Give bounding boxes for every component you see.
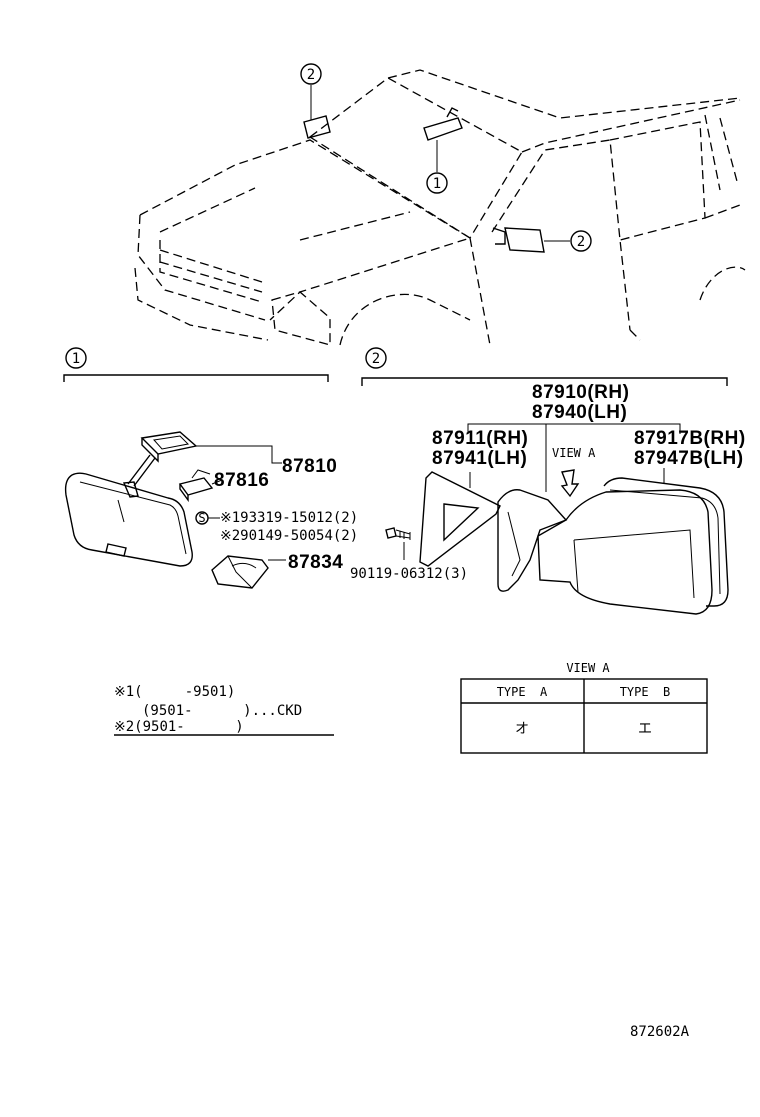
callout-label: 2 xyxy=(307,67,315,83)
screw-symbol: S xyxy=(198,511,205,525)
part-87816: 87816 xyxy=(214,470,269,491)
note-line-2: (9501- )...CKD xyxy=(142,703,302,719)
table-header-type-b: TYPE B xyxy=(620,685,671,699)
part-87910: 87910(RH) xyxy=(532,382,629,403)
gasket-87911 xyxy=(419,471,501,567)
section-1-header: 1 xyxy=(63,347,329,382)
diagram-code: 872602A xyxy=(630,1024,690,1040)
mount-bracket-87810 xyxy=(140,431,282,464)
callout-label: 1 xyxy=(72,351,80,367)
part-87940: 87940(LH) xyxy=(532,402,627,423)
cover-87834 xyxy=(211,555,286,589)
vehicle-illustration xyxy=(134,69,746,346)
table-cell-type-b: エ xyxy=(638,721,652,737)
part-93319: ※193319-15012(2) xyxy=(220,510,358,526)
part-87810: 87810 xyxy=(282,456,337,477)
table-caption: VIEW A xyxy=(566,661,610,675)
callout-label: 1 xyxy=(433,176,441,192)
part-87941: 87941(LH) xyxy=(432,448,527,469)
mirror-cover-87917 xyxy=(603,477,729,607)
notes-block: ※1( -9501) (9501- )...CKD ※2(9501- ) xyxy=(114,684,334,736)
leader-87910 xyxy=(467,423,681,434)
table-header-type-a: TYPE A xyxy=(497,685,548,699)
bolt-90119 xyxy=(385,527,411,560)
part-87917: 87917B(RH) xyxy=(634,428,746,449)
note-line-1: ※1( -9501) xyxy=(114,684,235,700)
part-90119: 90119-06312(3) xyxy=(350,566,468,582)
view-a-label: VIEW A xyxy=(552,446,596,460)
callout-label: 2 xyxy=(577,234,585,250)
callout-inner-mirror: 1 xyxy=(426,172,448,194)
view-a-arrow: VIEW A xyxy=(552,446,596,498)
clip-87816 xyxy=(178,469,223,503)
note-line-3: ※2(9501- ) xyxy=(114,719,244,735)
view-a-table: VIEW A TYPE A TYPE B オ エ xyxy=(460,661,708,754)
section-2-header: 2 xyxy=(361,347,728,386)
part-87911: 87911(RH) xyxy=(432,428,528,449)
callout-mirror-right: 2 xyxy=(570,230,592,252)
outer-mirror-87910 xyxy=(497,489,713,615)
callout-mirror-top-left: 2 xyxy=(300,63,322,85)
part-87834: 87834 xyxy=(288,552,343,573)
part-90149: ※290149-50054(2) xyxy=(220,528,358,544)
callout-label: 2 xyxy=(372,351,380,367)
screw-93319: S xyxy=(195,511,220,525)
part-87947: 87947B(LH) xyxy=(634,448,744,469)
table-cell-type-a: オ xyxy=(515,721,529,737)
inner-mirror-assembly xyxy=(64,454,193,567)
